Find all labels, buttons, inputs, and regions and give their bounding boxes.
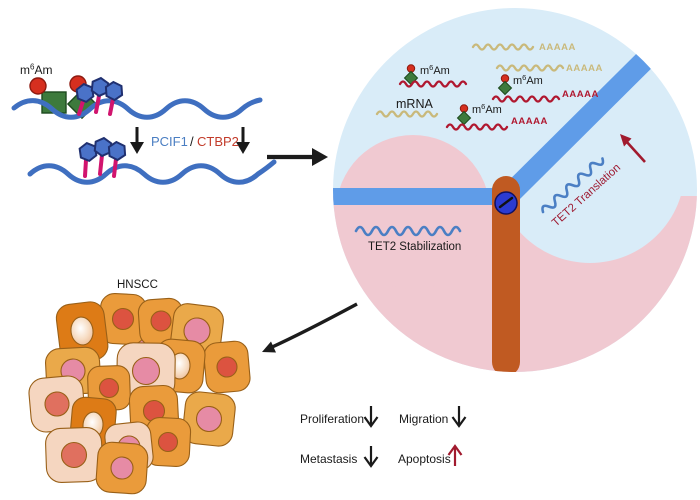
hnscc-label: HNSCC — [117, 279, 158, 291]
arrow-to-tumor — [262, 302, 358, 353]
effect-label-metastasis: Metastasis — [300, 452, 357, 466]
tumor-cell — [45, 427, 103, 483]
down-arrow-icon — [130, 142, 144, 154]
knob-slash — [498, 196, 514, 209]
tet2-stabilization-label: TET2 Stabilization — [368, 241, 461, 253]
mrna-strand-tan-1 — [471, 43, 535, 51]
cell-diagram: AAAAA AAAAA mRNA m6Am m6Am AAAAA m6Am AA… — [333, 8, 697, 372]
mrna-strand-red-1 — [398, 80, 468, 88]
effects-panel: Proliferation Migration Metastasis Apopt… — [300, 406, 467, 468]
effect-label-apoptosis: Apoptosis — [398, 452, 451, 466]
up-left-arrow-icon — [620, 134, 632, 147]
horizontal-band — [333, 188, 506, 205]
down-arrow-icon — [363, 406, 379, 428]
polya-tail-label: AAAAA — [566, 63, 603, 74]
down-arrow-icon — [451, 406, 467, 428]
mrna-strand-tan-2 — [495, 64, 565, 72]
cell-cluster — [28, 292, 251, 495]
capsule — [492, 176, 520, 372]
tumor-cell — [98, 292, 148, 346]
curved-arrow-head-icon — [262, 341, 276, 353]
pcif1-label: PCIF1 — [151, 134, 188, 149]
left-panel-mrna-modification: m6Am PCIF1 / CTBP2 — [11, 63, 277, 185]
translation-up-arrow — [620, 134, 646, 163]
polya-tail-label: AAAAA — [539, 42, 576, 53]
enzyme-separator: / — [190, 134, 194, 149]
right-arrow-icon — [312, 148, 328, 166]
tumor-cell — [182, 391, 236, 447]
arrow-to-cell — [267, 148, 328, 166]
tumor-cell — [144, 416, 192, 468]
down-arrow-icon — [363, 446, 379, 468]
rna-strand-bottom — [27, 159, 277, 185]
effect-label-proliferation: Proliferation — [300, 412, 364, 426]
mrna-strand-red-3 — [445, 123, 509, 131]
polya-tail-label: AAAAA — [511, 116, 548, 127]
up-arrow-icon — [447, 444, 463, 466]
m6a-hexagon-icon — [78, 141, 98, 163]
m6a-lollipops-bottom — [78, 136, 127, 178]
tumor-cell — [203, 340, 251, 394]
diagonal-band — [496, 42, 663, 208]
m6am-label-3: m6Am — [472, 102, 502, 116]
pink-dome — [336, 135, 490, 289]
rna-strand-top — [11, 97, 263, 120]
mrna-strand-tan-3 — [375, 110, 439, 118]
ctbp2-label: CTBP2 — [197, 134, 239, 149]
effect-label-migration: Migration — [399, 412, 448, 426]
mrna-strand-red-2 — [491, 95, 561, 103]
down-arrow-icon — [236, 142, 250, 154]
tet2-translation-wave-group — [541, 157, 605, 214]
tumor-cell — [55, 301, 109, 363]
m6am-label-left: m6Am — [20, 63, 52, 78]
polya-tail-label: AAAAA — [562, 89, 599, 100]
mrna-label: mRNA — [396, 97, 433, 111]
m6am-label-1: m6Am — [420, 63, 450, 77]
m6a-lollipops-top — [75, 76, 124, 116]
reaction-arrows — [130, 127, 250, 154]
m6am-label-2: m6Am — [513, 73, 543, 87]
tumor-cell — [95, 441, 149, 495]
tet2-protein-wave — [354, 225, 462, 237]
hnscc-tumor: HNSCC — [28, 279, 251, 495]
